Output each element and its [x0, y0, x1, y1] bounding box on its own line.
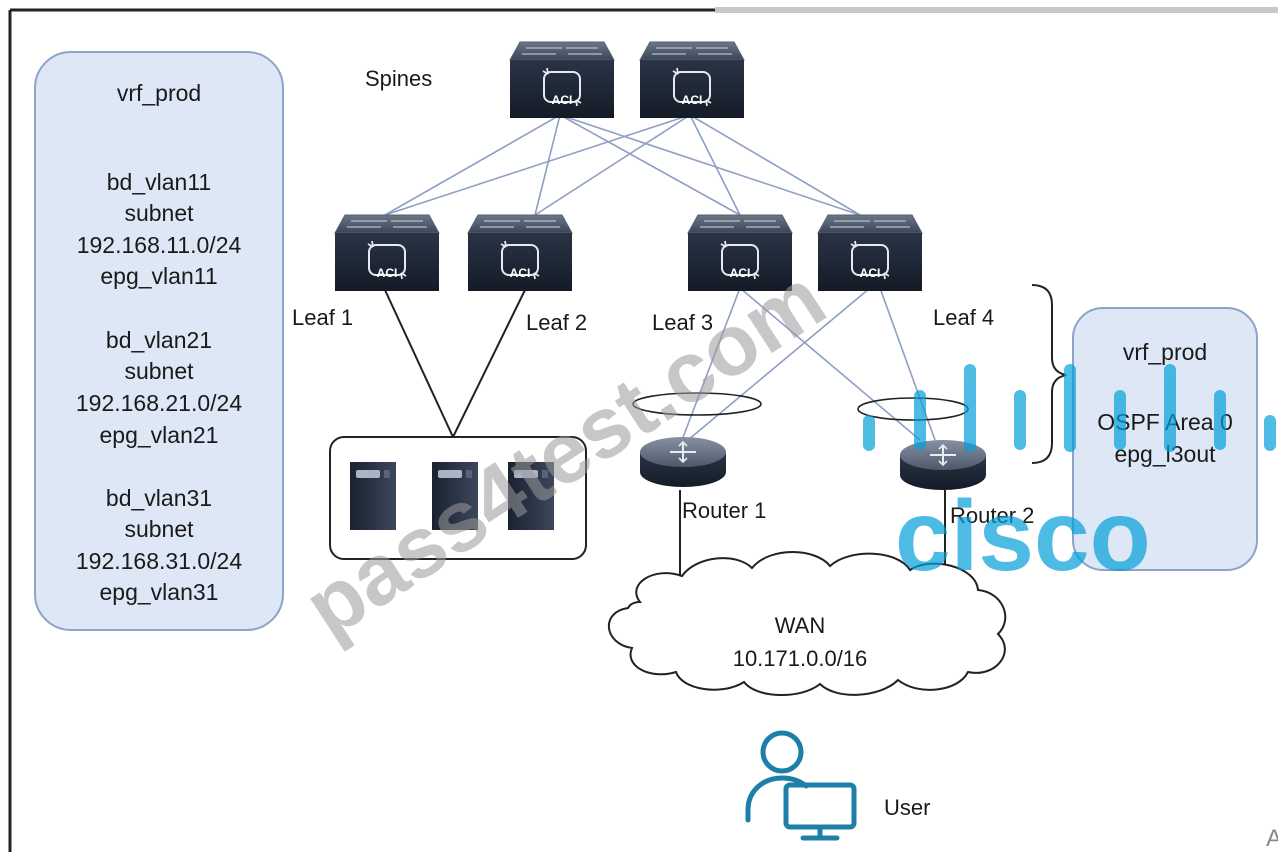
aci-badge: ACI	[860, 266, 881, 280]
epg-name: epg_vlan21	[100, 422, 219, 448]
aci-badges: ACI ACI ACI ACI ACI ACI	[377, 93, 881, 280]
aci-badge: ACI	[730, 266, 751, 280]
subnet-label: subnet	[124, 358, 194, 384]
cisco-logo-watermark: cisco	[863, 364, 1276, 592]
subnet-value: 192.168.31.0/24	[76, 548, 242, 574]
fabric-link	[689, 114, 741, 216]
fabric-link	[559, 114, 741, 216]
router-link	[739, 287, 921, 441]
fabric-link	[534, 114, 561, 216]
right-vrf-title: vrf_prod	[1123, 339, 1207, 365]
aci-badge: ACI	[377, 266, 398, 280]
fabric-link	[534, 114, 691, 216]
fabric-link	[384, 114, 561, 216]
cisco-bars	[863, 364, 1276, 452]
leaf4-label: Leaf 4	[933, 305, 994, 330]
port-channel-ring-2	[857, 397, 969, 421]
wan-cloud: WAN 10.171.0.0/16	[608, 551, 1007, 696]
server-link	[452, 289, 526, 438]
subnet-label: subnet	[124, 516, 194, 542]
epg-name: epg_vlan11	[100, 263, 217, 289]
cisco-wordmark: cisco	[895, 480, 1151, 592]
spine-leaf-links	[384, 114, 861, 216]
left-vrf-title: vrf_prod	[117, 80, 201, 106]
user-icon	[745, 730, 857, 841]
left-vrf-panel: vrf_prod bd_vlan11 subnet 192.168.11.0/2…	[34, 51, 284, 631]
subnet-label: subnet	[124, 200, 194, 226]
aci-badge: ACI	[682, 93, 703, 107]
router-link	[879, 287, 936, 441]
corner-glyph: A	[1266, 825, 1278, 852]
epg-name: epg_vlan31	[100, 579, 219, 605]
subnet-value: 192.168.11.0/24	[77, 232, 242, 258]
router2-label: Router 2	[950, 503, 1034, 528]
left-panel-box	[34, 51, 284, 631]
leaf4-brace	[1031, 284, 1067, 464]
leaf-server-links	[384, 289, 526, 438]
leaf3-label: Leaf 3	[652, 310, 713, 335]
leaf1-label: Leaf 1	[292, 305, 353, 330]
aci-badge: ACI	[552, 93, 573, 107]
subnet-value: 192.168.21.0/24	[76, 390, 242, 416]
aci-badge: ACI	[510, 266, 531, 280]
server-group	[329, 436, 587, 560]
wan-subnet: 10.171.0.0/16	[733, 646, 868, 671]
server-link	[384, 289, 454, 438]
spines-label: Spines	[365, 66, 432, 91]
user-label: User	[884, 795, 930, 820]
bd-name: bd_vlan31	[106, 485, 212, 511]
port-channel-ring-1	[632, 392, 762, 416]
bd-name: bd_vlan21	[106, 327, 212, 353]
fabric-link	[689, 114, 861, 216]
leaf2-label: Leaf 2	[526, 310, 587, 335]
router1-label: Router 1	[682, 498, 766, 523]
bd-name: bd_vlan11	[107, 169, 211, 195]
wan-label: WAN	[775, 613, 826, 638]
fabric-link	[559, 114, 861, 216]
fabric-link	[384, 114, 691, 216]
wan-cloud-shape	[608, 551, 1007, 696]
